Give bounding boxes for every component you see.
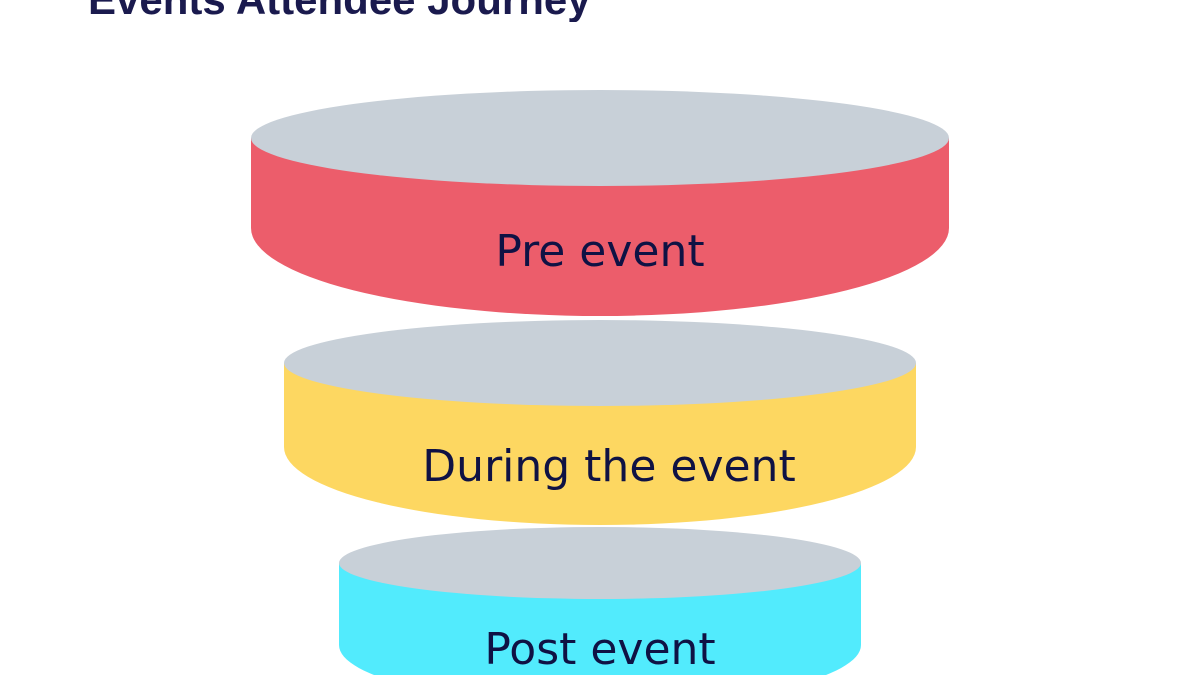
tier-1-band	[251, 138, 949, 316]
funnel-tier-pre-event: Pre event	[251, 90, 949, 316]
tier-1-label: Pre event	[495, 226, 704, 277]
funnel-tier-post-event: Post event	[339, 527, 861, 675]
tier-2-top	[284, 320, 916, 406]
page-title: Events Attendee Journey	[88, 0, 988, 22]
tier-2-band	[284, 363, 916, 525]
tier-1-top	[251, 90, 949, 186]
title-area: Events Attendee Journey	[88, 0, 988, 22]
tier-2-label: During the event	[422, 441, 795, 492]
funnel-tier-during-event: During the event	[284, 320, 916, 525]
tier-3-top	[339, 527, 861, 599]
tier-3-label: Post event	[484, 624, 715, 675]
